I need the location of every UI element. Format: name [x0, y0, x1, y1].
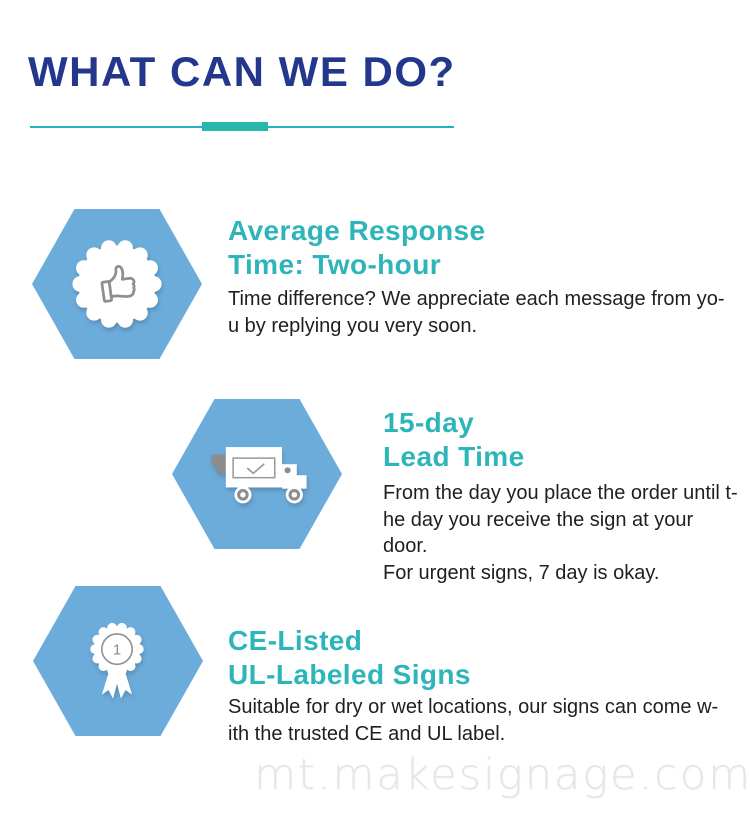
feature-heading-line: Average Response: [228, 215, 486, 246]
divider-accent-bar: [202, 122, 268, 131]
feature-response-time: Average Response Time: Two-hour Time dif…: [228, 214, 728, 339]
feature-certification: CE-Listed UL-Labeled Signs Suitable for …: [228, 624, 738, 747]
feature-heading-line: CE-Listed: [228, 625, 363, 656]
feature-body-line: From the day you place the order until t…: [383, 482, 738, 504]
feature-body-line: Suitable for dry or wet locations, our s…: [228, 696, 719, 718]
feature-heading-line: UL-Labeled Signs: [228, 659, 471, 690]
delivery-truck-icon: [211, 447, 307, 504]
feature-body-line: For urgent signs, 7 day is okay.: [383, 561, 660, 584]
feature-body-line: he day you receive the sign at your door…: [383, 508, 694, 558]
feature-lead-time: 15-day Lead Time From the day you place …: [383, 406, 743, 586]
medal-rank-number: 1: [113, 642, 121, 658]
feature-heading-line: Time: Two-hour: [228, 249, 441, 280]
feature-body-line: u by replying you very soon.: [228, 314, 478, 337]
thumbs-up-badge-icon: [72, 240, 162, 328]
award-medal-icon: 1: [90, 622, 144, 699]
page-title: WHAT CAN WE DO?: [28, 48, 456, 95]
feature-body-line: ith the trusted CE and UL label.: [228, 722, 506, 745]
feature-heading-line: 15-day: [383, 407, 475, 438]
feature-body-line: Time difference? We appreciate each mess…: [228, 288, 725, 310]
feature-heading-line: Lead Time: [383, 441, 525, 472]
watermark: mt.makesignage.com: [254, 750, 750, 800]
